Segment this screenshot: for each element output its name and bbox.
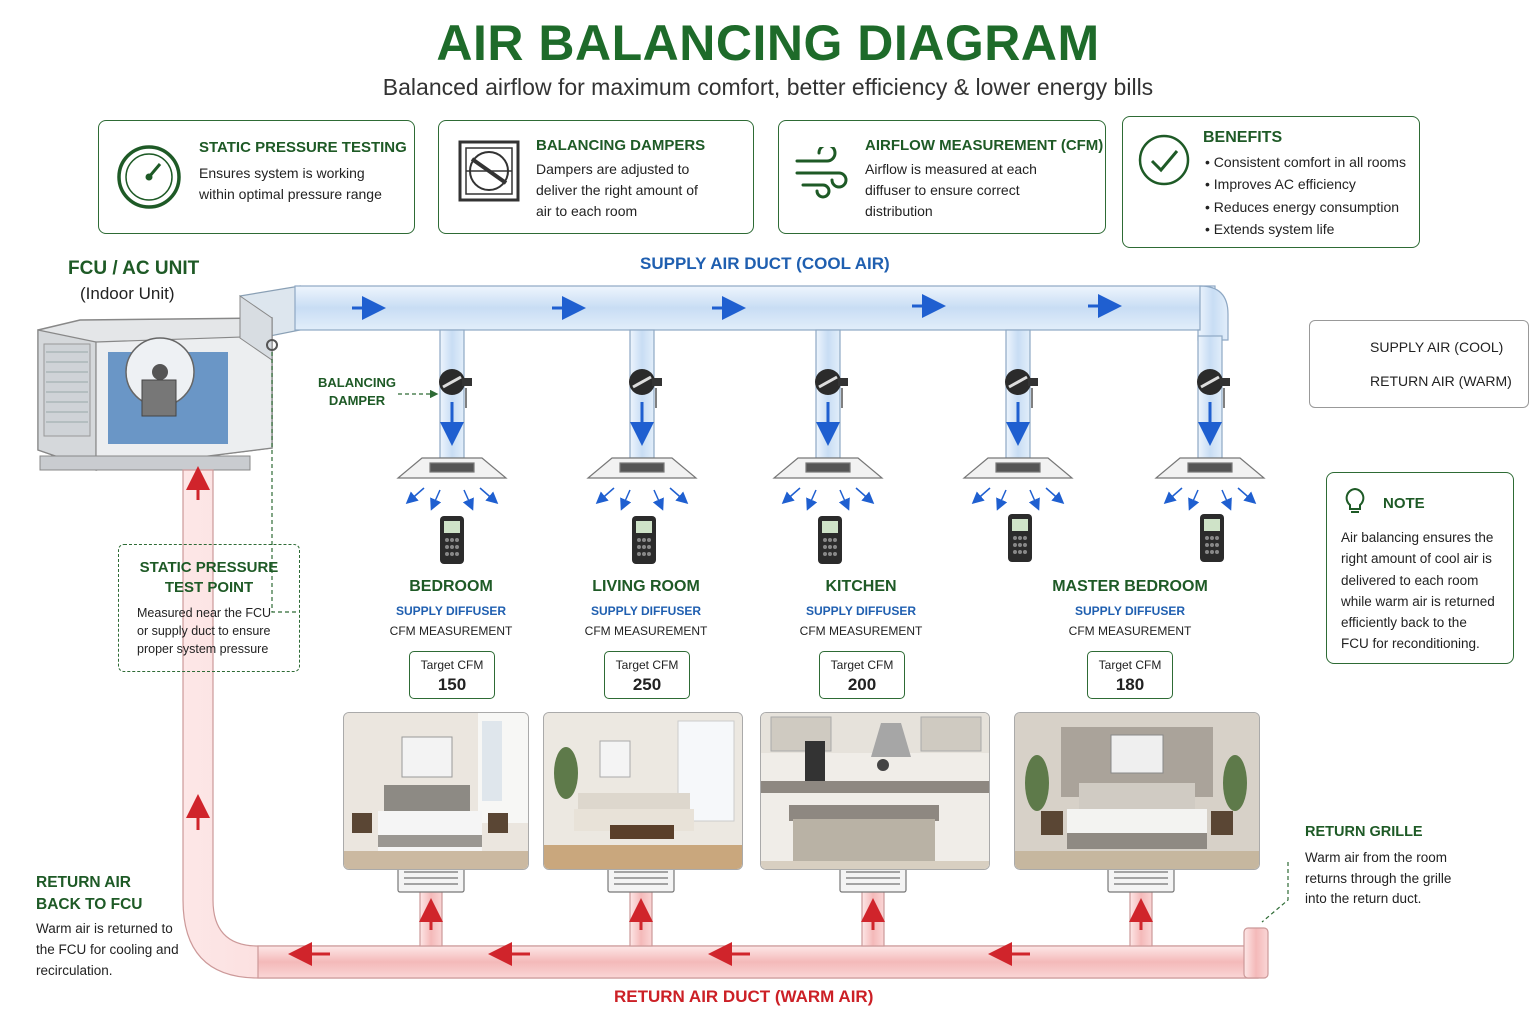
card-text: Ensures system is working bbox=[199, 165, 365, 181]
room-sub: SUPPLY DIFFUSER bbox=[1074, 604, 1186, 618]
card-text: Airflow is measured at each bbox=[865, 161, 1037, 177]
benefit-item: • Reduces energy consumption bbox=[1205, 199, 1400, 215]
return-branches bbox=[419, 889, 1153, 947]
card-text: diffuser to ensure correct bbox=[865, 182, 1020, 198]
bedroom-photo bbox=[343, 712, 529, 870]
card-text: deliver the right amount of bbox=[536, 182, 698, 198]
room-kitchen: KITCHEN SUPPLY DIFFUSER CFM MEASUREMENT bbox=[761, 578, 961, 638]
note-title: NOTE bbox=[1383, 495, 1425, 512]
lightbulb-icon bbox=[1345, 487, 1365, 513]
room-name: KITCHEN bbox=[825, 578, 897, 595]
fcu-subtitle: (Indoor Unit) bbox=[80, 284, 175, 303]
gauge-icon bbox=[117, 145, 181, 209]
room-sub2: CFM MEASUREMENT bbox=[799, 624, 923, 638]
test-point-title: TEST POINT bbox=[164, 579, 254, 596]
room-sub2: CFM MEASUREMENT bbox=[389, 624, 513, 638]
target-cfm-master-bedroom: Target CFM 180 bbox=[1087, 651, 1173, 699]
card-text: air to each room bbox=[536, 203, 638, 219]
grille-slats bbox=[404, 871, 1168, 885]
room-name: LIVING ROOM bbox=[592, 578, 700, 595]
cfm-meters bbox=[440, 514, 1224, 564]
room-sub: SUPPLY DIFFUSER bbox=[590, 604, 702, 618]
supply-duct-label: SUPPLY AIR DUCT (COOL AIR) bbox=[640, 254, 890, 273]
card-title: STATIC PRESSURE TESTING bbox=[199, 139, 407, 156]
room-name: MASTER BEDROOM bbox=[1052, 578, 1208, 595]
return-grille-title: RETURN GRILLE bbox=[1305, 824, 1423, 840]
fcu-title: FCU / AC UNIT bbox=[68, 258, 200, 279]
damper-icon bbox=[458, 140, 520, 202]
master-bedroom-photo bbox=[1014, 712, 1260, 870]
balancing-dampers bbox=[439, 369, 1230, 408]
target-cfm-living-room: Target CFM 250 bbox=[604, 651, 690, 699]
target-cfm-kitchen: Target CFM 200 bbox=[819, 651, 905, 699]
benefit-item: • Improves AC efficiency bbox=[1205, 176, 1356, 192]
benefit-item: • Consistent comfort in all rooms bbox=[1205, 154, 1406, 170]
room-sub2: CFM MEASUREMENT bbox=[584, 624, 708, 638]
room-master-bedroom: MASTER BEDROOM SUPPLY DIFFUSER CFM MEASU… bbox=[1030, 578, 1230, 638]
card-title: AIRFLOW MEASUREMENT (CFM) bbox=[865, 137, 1104, 154]
note-text: Air balancing ensures the right amount o… bbox=[1341, 530, 1495, 652]
test-point-text: Measured near the FCU or supply duct to … bbox=[137, 606, 272, 656]
target-cfm-bedroom: Target CFM 150 bbox=[409, 651, 495, 699]
living-room-photo bbox=[543, 712, 743, 870]
supply-duct-elbow bbox=[1197, 285, 1229, 341]
legend-supply-label: SUPPLY AIR (COOL) bbox=[1370, 339, 1504, 355]
legend: SUPPLY AIR (COOL) RETURN AIR (WARM) bbox=[1309, 320, 1529, 408]
room-sub: SUPPLY DIFFUSER bbox=[805, 604, 917, 618]
page-title: AIR BALANCING DIAGRAM bbox=[436, 15, 1100, 71]
return-flow-arrows bbox=[186, 466, 1153, 966]
fcu-unit-illustration bbox=[37, 295, 278, 471]
leader-lines bbox=[271, 352, 1289, 923]
room-sub: SUPPLY DIFFUSER bbox=[395, 604, 507, 618]
room-name: BEDROOM bbox=[409, 578, 493, 595]
supply-flow-arrows bbox=[352, 294, 1222, 446]
room-bedroom: BEDROOM SUPPLY DIFFUSER CFM MEASUREMENT bbox=[351, 578, 551, 638]
benefit-item: • Extends system life bbox=[1205, 221, 1335, 237]
card-text: Dampers are adjusted to bbox=[536, 161, 690, 177]
legend-return-label: RETURN AIR (WARM) bbox=[1370, 373, 1512, 389]
return-duct-label: RETURN AIR DUCT (WARM AIR) bbox=[614, 987, 874, 1006]
checkmark-circle-icon bbox=[1138, 134, 1190, 186]
supply-duct-main bbox=[294, 285, 1216, 331]
room-sub2: CFM MEASUREMENT bbox=[1068, 624, 1192, 638]
note-card: NOTE Air balancing ensures the right amo… bbox=[1326, 472, 1514, 664]
static-pressure-test-point: STATIC PRESSURE TEST POINT Measured near… bbox=[118, 544, 300, 672]
benefits-title: BENEFITS bbox=[1203, 129, 1283, 146]
card-balancing-dampers: BALANCING DAMPERS Dampers are adjusted t… bbox=[438, 120, 754, 234]
card-static-pressure: STATIC PRESSURE TESTING Ensures system i… bbox=[98, 120, 415, 234]
return-duct-end bbox=[1243, 927, 1269, 979]
card-text: distribution bbox=[865, 203, 933, 219]
card-title: BALANCING DAMPERS bbox=[536, 137, 706, 154]
card-benefits: BENEFITS • Consistent comfort in all roo… bbox=[1122, 116, 1420, 248]
card-text: within optimal pressure range bbox=[199, 186, 382, 202]
wind-icon bbox=[795, 147, 848, 199]
diffuser-air-spray bbox=[405, 487, 1257, 511]
supply-diffusers bbox=[396, 457, 1266, 479]
kitchen-photo bbox=[760, 712, 990, 870]
page-subtitle: Balanced airflow for maximum comfort, be… bbox=[382, 74, 1154, 100]
card-airflow-measurement: AIRFLOW MEASUREMENT (CFM) Airflow is mea… bbox=[778, 120, 1106, 234]
room-living-room: LIVING ROOM SUPPLY DIFFUSER CFM MEASUREM… bbox=[546, 578, 746, 638]
test-point-title: STATIC PRESSURE bbox=[139, 559, 279, 576]
